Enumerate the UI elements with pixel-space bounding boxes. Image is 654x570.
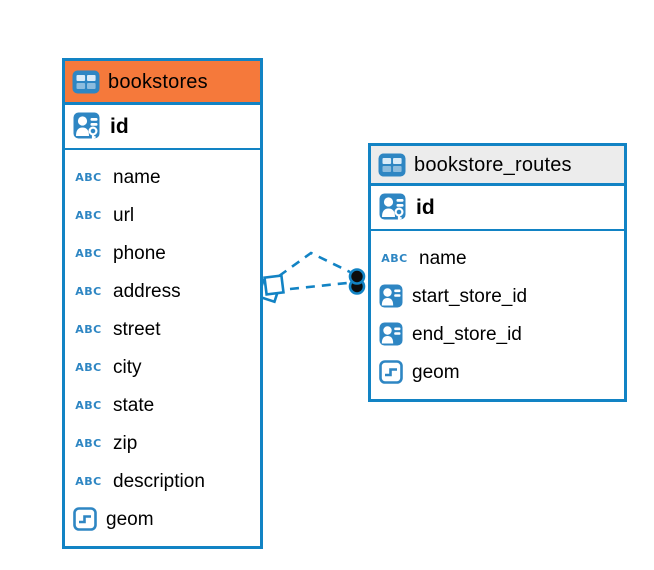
column-row-zip[interactable]: ABC zip bbox=[65, 424, 260, 462]
relationship-line-upper[interactable] bbox=[278, 251, 351, 278]
text-type-icon: ABC bbox=[75, 360, 102, 374]
column-name: end_store_id bbox=[412, 323, 522, 345]
column-row-name[interactable]: ABC name bbox=[371, 239, 624, 277]
column-row-id[interactable]: id bbox=[371, 186, 624, 231]
column-name: name bbox=[419, 247, 467, 269]
column-row-url[interactable]: ABC url bbox=[65, 196, 260, 234]
column-row-phone[interactable]: ABC phone bbox=[65, 234, 260, 272]
text-type-icon: ABC bbox=[381, 251, 408, 265]
table-icon bbox=[72, 70, 100, 94]
column-name: name bbox=[113, 166, 161, 188]
primary-key-icon bbox=[379, 192, 407, 223]
column-row-start-store-id[interactable]: start_store_id bbox=[371, 277, 624, 315]
entity-table-bookstore-routes[interactable]: bookstore_routes id ABC name start_store… bbox=[368, 143, 627, 402]
text-type-icon: ABC bbox=[75, 246, 102, 260]
column-row-geom[interactable]: geom bbox=[371, 353, 624, 391]
column-name: url bbox=[113, 204, 135, 226]
table-title: bookstore_routes bbox=[414, 153, 572, 176]
table-icon bbox=[378, 153, 406, 177]
foreign-key-icon bbox=[379, 284, 403, 308]
column-name: id bbox=[110, 115, 129, 138]
relationship-line-lower[interactable] bbox=[289, 281, 348, 291]
text-type-icon: ABC bbox=[75, 208, 102, 222]
text-type-icon: ABC bbox=[75, 322, 102, 336]
column-name: description bbox=[113, 470, 205, 492]
text-type-icon: ABC bbox=[75, 474, 102, 488]
column-name: street bbox=[113, 318, 161, 340]
text-type-icon: ABC bbox=[75, 398, 102, 412]
column-row-end-store-id[interactable]: end_store_id bbox=[371, 315, 624, 353]
column-name: address bbox=[113, 280, 181, 302]
geometry-type-icon bbox=[73, 507, 97, 531]
table-header-bookstores[interactable]: bookstores bbox=[65, 61, 260, 105]
column-list: ABC name ABC url ABC phone ABC address A… bbox=[65, 150, 260, 546]
column-row-state[interactable]: ABC state bbox=[65, 386, 260, 424]
text-type-icon: ABC bbox=[75, 436, 102, 450]
text-type-icon: ABC bbox=[75, 284, 102, 298]
column-name: geom bbox=[106, 508, 154, 530]
primary-key-icon bbox=[73, 111, 101, 142]
column-name: geom bbox=[412, 361, 460, 383]
column-row-geom[interactable]: geom bbox=[65, 500, 260, 538]
column-name: start_store_id bbox=[412, 285, 528, 307]
column-name: city bbox=[113, 356, 142, 378]
column-list: ABC name start_store_id end_store_id ge bbox=[371, 231, 624, 399]
entity-table-bookstores[interactable]: bookstores id ABC name ABC url ABC phone… bbox=[62, 58, 263, 549]
column-name: id bbox=[416, 196, 435, 219]
table-header-bookstore-routes[interactable]: bookstore_routes bbox=[371, 146, 624, 186]
column-row-description[interactable]: ABC description bbox=[65, 462, 260, 500]
text-type-icon: ABC bbox=[75, 170, 102, 184]
column-row-city[interactable]: ABC city bbox=[65, 348, 260, 386]
column-name: phone bbox=[113, 242, 166, 264]
column-row-name[interactable]: ABC name bbox=[65, 158, 260, 196]
column-name: zip bbox=[113, 432, 138, 454]
column-row-street[interactable]: ABC street bbox=[65, 310, 260, 348]
column-name: state bbox=[113, 394, 155, 416]
foreign-key-icon bbox=[379, 322, 403, 346]
column-row-id[interactable]: id bbox=[65, 105, 260, 150]
column-row-address[interactable]: ABC address bbox=[65, 272, 260, 310]
table-title: bookstores bbox=[108, 70, 208, 93]
geometry-type-icon bbox=[379, 360, 403, 384]
relationship-target-marker-circles[interactable] bbox=[348, 268, 366, 295]
